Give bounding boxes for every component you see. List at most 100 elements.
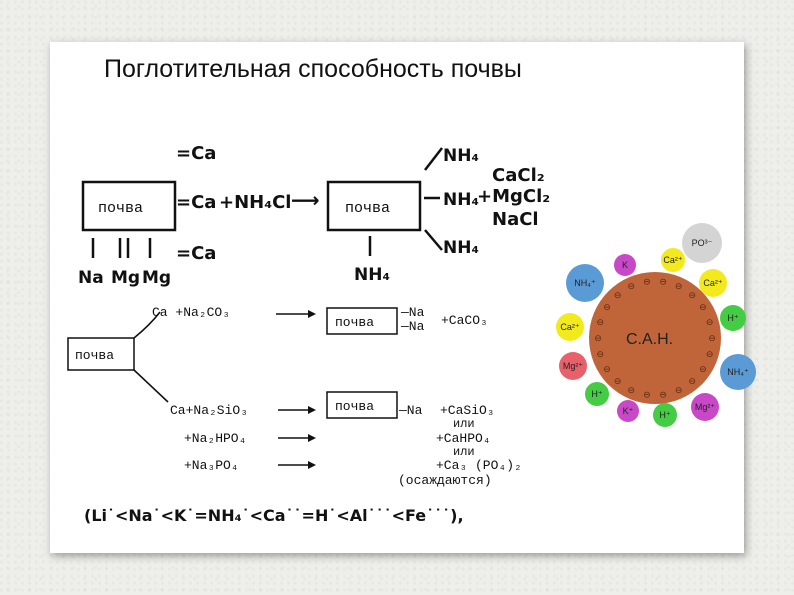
ion-circle <box>720 354 756 390</box>
negative-charge: ⊖ <box>628 386 636 396</box>
bond-ca-1: =Ca <box>176 143 216 164</box>
ion-circle <box>556 313 584 341</box>
negative-charge: ⊖ <box>699 303 707 313</box>
reaction-left-2: Ca+Na₂SiO₃ <box>170 403 248 418</box>
bond-line <box>424 147 443 171</box>
bond-nh4-1: NH₄ <box>443 146 479 166</box>
negative-charge: ⊖ <box>708 334 716 344</box>
bottom-scheme: почва Ca +Na₂CO₃ почва —Na —Na +CaCO₃ Ca… <box>67 305 522 488</box>
soil-label-right: почва <box>345 200 390 217</box>
product-nacl: NaCl <box>492 209 539 230</box>
slide-title: Поглотительная способность почвы <box>104 55 522 83</box>
ion-label: H⁺ <box>727 313 738 323</box>
sac-charges: ⊖⊖⊖⊖⊖⊖⊖⊖⊖⊖⊖⊖⊖⊖⊖⊖⊖⊖⊖⊖⊖⊖ <box>594 278 716 401</box>
negative-charge: ⊖ <box>603 303 611 313</box>
ion-circle <box>585 382 609 406</box>
negative-charge: ⊖ <box>643 278 651 288</box>
soil-label-row1: почва <box>335 315 374 330</box>
negative-charge: ⊖ <box>689 291 697 301</box>
ion-label: NH₄⁺ <box>727 367 749 377</box>
ion-label: H⁺ <box>659 410 670 420</box>
product-mgcl2: +MgCl₂ <box>477 186 550 207</box>
cation-series: (Li˙<Na˙<K˙=NH₄˙<Ca˙˙=H˙<Al˙˙˙<Fe˙˙˙), <box>84 506 464 525</box>
ion-circle <box>699 269 727 297</box>
bond-nh4-2: NH₄ <box>443 190 479 210</box>
bond-nh4-3: NH₄ <box>443 238 479 258</box>
reaction-left-1: Ca +Na₂CO₃ <box>152 305 230 320</box>
negative-charge: ⊖ <box>699 365 707 375</box>
arrow-head <box>308 310 316 318</box>
or-label-2: или <box>453 445 475 459</box>
precipitate-note: (осаждаются) <box>398 473 492 488</box>
sac-core-label: С.А.Н. <box>626 331 673 348</box>
cation-na: Na <box>78 268 104 288</box>
sac-diagram: С.А.Н. ⊖⊖⊖⊖⊖⊖⊖⊖⊖⊖⊖⊖⊖⊖⊖⊖⊖⊖⊖⊖⊖⊖ PO³⁻ K Ca²⁺ N… <box>556 223 756 427</box>
bond-na-3: —Na <box>398 403 423 418</box>
ion-circle <box>566 264 604 302</box>
ion-label: NH₄⁺ <box>574 278 596 288</box>
ion-label: K⁺ <box>623 406 634 416</box>
negative-charge: ⊖ <box>706 350 714 360</box>
arrow-head <box>308 434 316 442</box>
reaction-left-3: +Na₂HPO₄ <box>184 431 246 446</box>
ion-circle <box>617 400 639 422</box>
soil-label-bottom: почва <box>75 348 114 363</box>
bond-nh4-bottom: NH₄ <box>354 265 390 285</box>
soil-box-bottom <box>67 337 135 371</box>
negative-charge: ⊖ <box>659 278 667 288</box>
bond-ca-3: =Ca <box>176 243 216 264</box>
negative-charge: ⊖ <box>689 377 697 387</box>
top-scheme: почва =Ca =Ca =Ca Na Mg Mg +NH₄Cl ⟶ почв… <box>78 143 550 288</box>
cation-mg-2: Mg <box>142 268 171 288</box>
arrow-head <box>308 461 316 469</box>
branch-line-down <box>133 369 169 403</box>
negative-charge: ⊖ <box>628 282 636 292</box>
product-cahpo4: +CaHPO₄ <box>436 431 491 446</box>
negative-charge: ⊖ <box>614 291 622 301</box>
product-caco3: +CaCO₃ <box>441 313 488 328</box>
soil-box-left <box>81 180 177 232</box>
branch-line-up <box>133 311 161 339</box>
negative-charge: ⊖ <box>614 377 622 387</box>
product-casio3: +CaSiO₃ <box>440 403 495 418</box>
negative-charge: ⊖ <box>706 318 714 328</box>
negative-charge: ⊖ <box>597 350 605 360</box>
soil-box-row1 <box>326 307 398 335</box>
ion-label: H⁺ <box>591 389 602 399</box>
sac-ions: PO³⁻ K Ca²⁺ NH₄⁺ Ca²⁺ Ca²⁺ H⁺ Mg²⁺ NH₄⁺ H⁺ K⁺ H⁺ Mg²… <box>556 223 756 427</box>
bond-line <box>424 229 443 251</box>
ion-circle <box>720 305 746 331</box>
negative-charge: ⊖ <box>594 334 602 344</box>
ion-label: K <box>622 260 628 270</box>
negative-charge: ⊖ <box>675 282 683 292</box>
ion-label: PO³⁻ <box>692 238 713 248</box>
ion-label: Mg²⁺ <box>563 361 583 371</box>
reagent-nh4cl: +NH₄Cl <box>219 192 291 213</box>
soil-box-row2 <box>326 391 398 419</box>
arrow-head <box>308 406 316 414</box>
negative-charge: ⊖ <box>659 390 667 400</box>
ion-circle <box>653 403 677 427</box>
cation-mg-1: Mg <box>111 268 140 288</box>
bond-ca-2: =Ca <box>176 192 216 213</box>
ion-label: Ca²⁺ <box>560 322 580 332</box>
ion-circle <box>559 352 587 380</box>
negative-charge: ⊖ <box>643 390 651 400</box>
reaction-arrow: ⟶ <box>291 188 320 212</box>
soil-label-row2: почва <box>335 399 374 414</box>
product-cacl2: CaCl₂ <box>492 165 545 186</box>
soil-label-left: почва <box>98 200 143 217</box>
ion-label: Mg²⁺ <box>695 402 715 412</box>
bond-na-1: —Na <box>400 305 425 320</box>
bond-na-2: —Na <box>400 319 425 334</box>
sac-core <box>589 272 721 404</box>
ion-label: Ca²⁺ <box>703 278 723 288</box>
reaction-left-4: +Na₃PO₄ <box>184 458 239 473</box>
ion-circle <box>614 254 636 276</box>
ion-circle <box>691 393 719 421</box>
or-label-1: или <box>453 417 475 431</box>
ion-label: Ca²⁺ <box>663 255 683 265</box>
negative-charge: ⊖ <box>603 365 611 375</box>
soil-box-right <box>326 180 422 232</box>
